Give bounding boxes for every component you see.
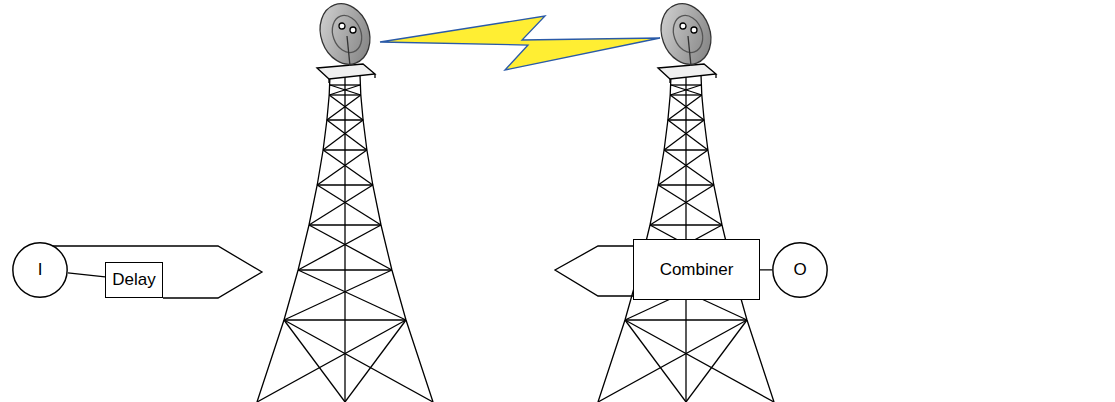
- node-label: Delay: [112, 270, 155, 290]
- feed-lines: [48, 246, 633, 298]
- output-circle: O: [772, 242, 828, 298]
- radio-link-bolt: [380, 16, 660, 70]
- node-label: Combiner: [660, 260, 734, 280]
- circle-outline: [13, 243, 67, 297]
- node-label: O: [793, 260, 806, 280]
- combiner-box: Combiner: [633, 239, 760, 300]
- lattice-tower: [257, 0, 433, 402]
- input-circle: I: [12, 242, 68, 298]
- delay-box: Delay: [105, 262, 163, 298]
- signal-line: [760, 269, 772, 270]
- signal-line: [68, 273, 105, 277]
- circle-outline: [773, 243, 827, 297]
- lattice-tower: [598, 0, 774, 402]
- node-label: I: [38, 260, 43, 280]
